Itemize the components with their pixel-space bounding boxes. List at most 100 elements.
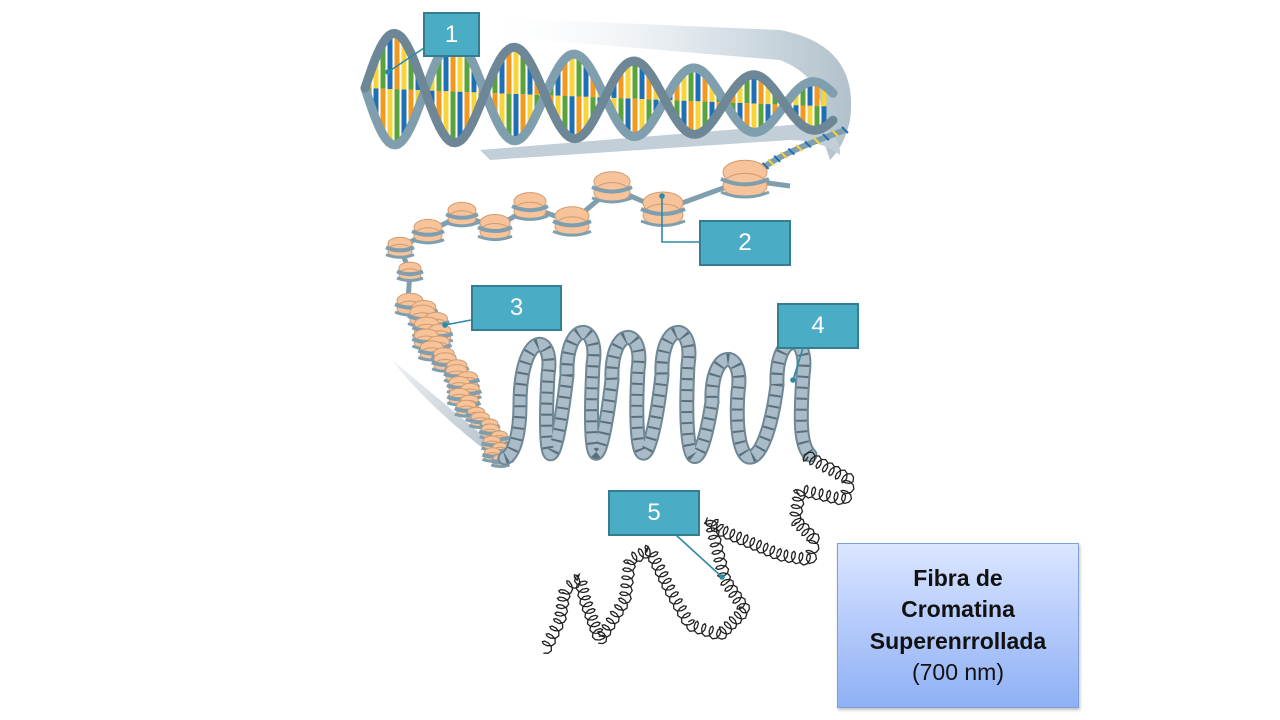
supercoil (705, 517, 783, 560)
loop-fiber-fill (499, 327, 816, 464)
dna-tail-base (804, 140, 812, 149)
base-pair (681, 100, 687, 130)
base-pair (471, 92, 477, 120)
supercoiled-fiber (541, 451, 855, 654)
base-pair (408, 89, 414, 127)
base-pair (457, 91, 463, 141)
base-pair (408, 53, 414, 90)
base-pair (618, 98, 624, 128)
caption-box: Fibra de Cromatina Superenrrollada (700 … (837, 543, 1079, 708)
supercoil (685, 519, 751, 640)
base-pair (569, 96, 575, 139)
base-pair (646, 99, 652, 127)
base-pair (492, 93, 498, 118)
base-pair (646, 72, 652, 100)
leader-lines (385, 47, 804, 580)
base-pair (674, 100, 680, 121)
base-pair (576, 96, 582, 138)
base-pair (821, 85, 827, 107)
base-pair (513, 94, 519, 141)
base-pair (674, 80, 680, 101)
dna-tail-base (767, 158, 775, 167)
base-pair (758, 103, 764, 131)
base-pair (513, 47, 519, 95)
base-pair (450, 40, 456, 92)
base-pair (639, 64, 645, 100)
nucleosome (640, 191, 686, 227)
base-pair (758, 76, 764, 104)
base-pair (471, 65, 477, 93)
nucleosome (591, 171, 633, 204)
nucleosome-string (385, 159, 791, 301)
base-pair (373, 57, 379, 89)
dna-tail-base (773, 155, 781, 163)
base-pair (618, 69, 624, 99)
base-pair (555, 95, 561, 124)
solenoid-fiber (394, 292, 511, 469)
dna-tail-base (841, 126, 849, 134)
base-pair (450, 91, 456, 143)
base-pair (576, 55, 582, 97)
base-pair (709, 81, 715, 102)
nucleosome (720, 159, 770, 199)
base-pair (380, 42, 386, 89)
base-pair (744, 76, 750, 104)
dna-backbone (360, 28, 838, 148)
base-pair (401, 89, 407, 139)
nucleosome (477, 214, 513, 242)
base-pair (590, 97, 596, 122)
caption-line-4: (700 nm) (911, 658, 1005, 685)
base-pair (394, 33, 400, 90)
nucleosome (396, 261, 424, 283)
caption-line-2: Cromatina (901, 596, 1015, 623)
base-pair (562, 58, 568, 96)
caption-line-1: Fibra de (913, 565, 1003, 592)
base-pair (443, 91, 449, 138)
base-pair (499, 93, 505, 131)
base-pair (800, 105, 806, 126)
dna-tail-base (795, 144, 804, 152)
base-pair (800, 85, 806, 106)
base-pair (695, 68, 701, 102)
nucleosome (411, 218, 445, 245)
base-pair (464, 51, 470, 93)
base-pair (457, 42, 463, 92)
base-pair (436, 90, 442, 127)
nucleosome (385, 236, 415, 259)
base-pair (702, 101, 708, 130)
base-pair (639, 99, 645, 134)
base-pair (583, 96, 589, 132)
base-pair (527, 62, 533, 95)
base-pair (436, 55, 442, 91)
dna-ribbon (480, 18, 852, 160)
base-pair (380, 88, 386, 135)
label-1: 1 (423, 12, 480, 57)
base-pair (506, 93, 512, 139)
base-pair (506, 48, 512, 94)
base-pair (751, 103, 757, 133)
label-5: 5 (608, 490, 700, 536)
base-pair (807, 105, 813, 130)
base-pair (737, 103, 743, 125)
dna-tail-base (822, 133, 830, 141)
base-pair (702, 73, 708, 102)
base-pair (695, 101, 701, 134)
base-pair (394, 89, 400, 145)
label-4: 4 (777, 303, 859, 349)
nucleosome (511, 192, 549, 221)
base-pair (527, 94, 533, 127)
supercoil (795, 451, 855, 506)
label-2: 2 (699, 220, 791, 266)
base-pair (765, 82, 771, 105)
base-pair (625, 98, 631, 135)
base-pair (751, 74, 757, 104)
supercoil (775, 488, 820, 566)
base-pair (709, 101, 715, 123)
base-pair (632, 61, 638, 99)
base-pair (590, 73, 596, 98)
base-pair (492, 69, 498, 94)
base-pair (737, 81, 743, 103)
supercoil (541, 572, 606, 654)
base-pair (632, 98, 638, 137)
base-pair (625, 62, 631, 99)
